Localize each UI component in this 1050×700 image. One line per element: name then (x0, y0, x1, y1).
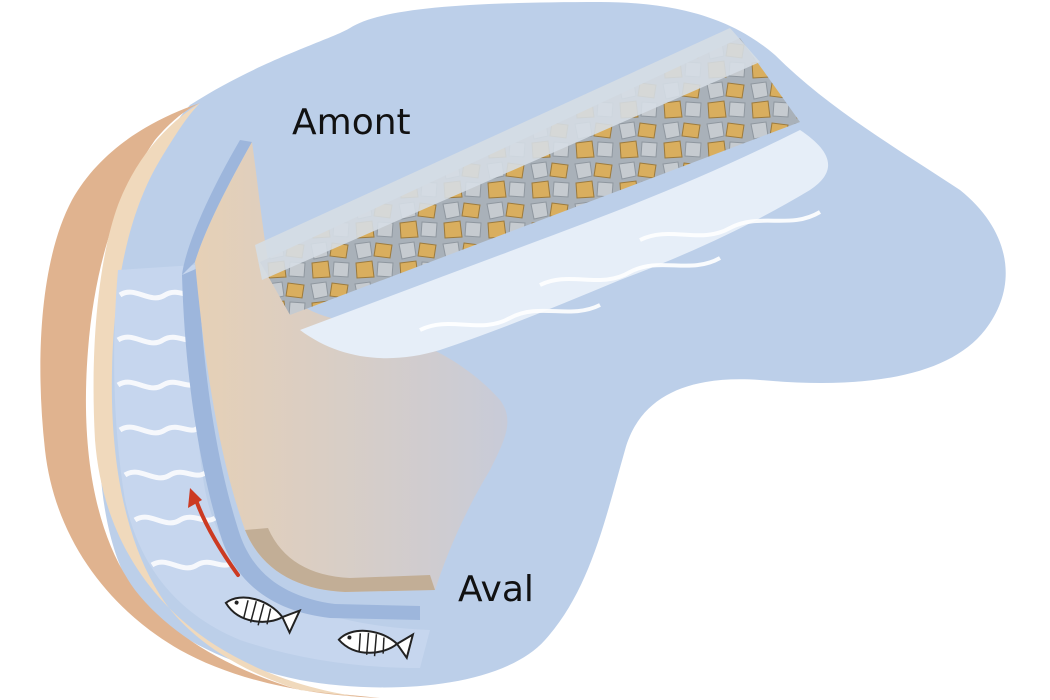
dam-shadow (245, 528, 435, 592)
fish-pass-wall (182, 140, 252, 275)
upstream-label: Amont (292, 102, 411, 143)
downstream-ripples (419, 210, 822, 332)
turbulent-water-waves (116, 289, 234, 571)
downstream-label: Aval (458, 569, 534, 610)
red-arrow-icon (188, 488, 240, 577)
fish-icon (224, 596, 302, 635)
dam-body (195, 142, 508, 592)
fish-icon (337, 629, 415, 661)
weir-crest (260, 38, 800, 315)
weir-crest-top (255, 28, 760, 280)
downstream-foam (300, 130, 829, 359)
